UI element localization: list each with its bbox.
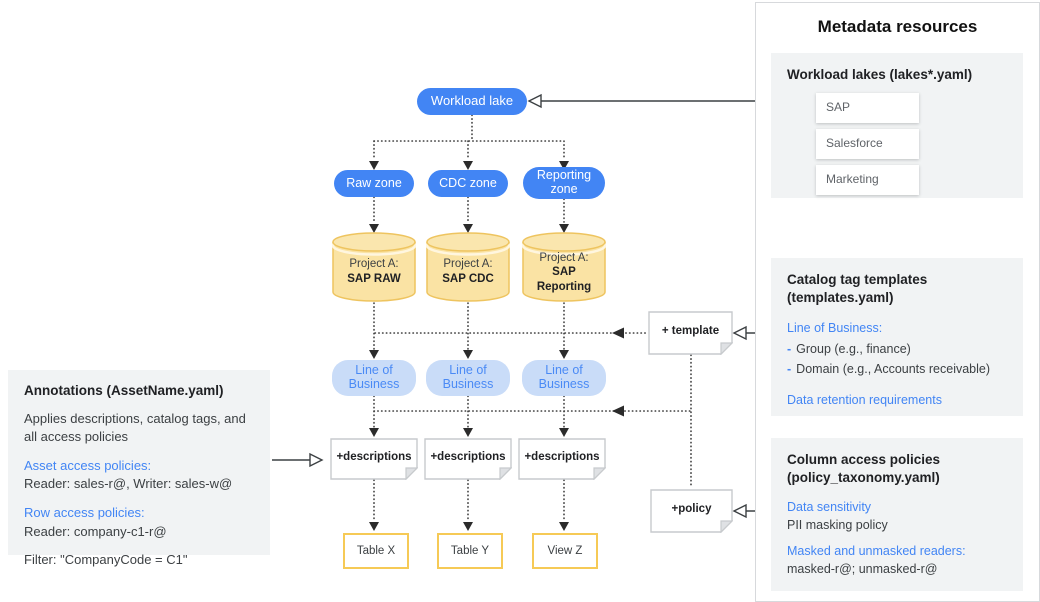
descriptions-label: +descriptions: [524, 451, 600, 463]
lake-card-marketing: Marketing: [816, 164, 919, 195]
note-shape: [424, 438, 513, 481]
column-policies-heading-line2: (policy_taxonomy.yaml): [787, 469, 940, 485]
lob-label: Line of Business: [442, 363, 494, 391]
bullet-dash: -: [787, 362, 792, 377]
project-prefix: Project A:: [539, 251, 589, 264]
lake-card-label: Salesforce: [826, 136, 883, 151]
template-note: + template: [648, 311, 734, 356]
row-access-value: Reader: company-c1-r@: [24, 524, 167, 540]
view-z-box: View Z: [532, 533, 598, 569]
lob-pill-1: Line of Business: [332, 360, 416, 396]
project-prefix: Project A:: [349, 258, 399, 271]
cylinder-sap-reporting: Project A: SAP Reporting: [521, 232, 607, 303]
lob-label: Line of Business: [538, 363, 590, 391]
data-sensitivity-value: PII masking policy: [787, 517, 888, 532]
open-arrowheads: [309, 93, 747, 519]
project-name: SAP RAW: [347, 272, 401, 285]
lake-card-salesforce: Salesforce: [816, 128, 919, 159]
policy-label: +policy: [671, 503, 712, 515]
column-policies-heading-line1: Column access policies: [787, 452, 941, 467]
annotations-panel: Annotations (AssetName.yaml) Applies des…: [8, 370, 270, 567]
descriptions-label: +descriptions: [336, 451, 412, 463]
row-access-heading: Row access policies:: [24, 505, 145, 521]
data-sensitivity-heading: Data sensitivity: [787, 500, 872, 515]
note-shape: [648, 311, 734, 356]
asset-access-value: Reader: sales-r@, Writer: sales-w@: [24, 476, 233, 492]
raw-zone-pill: Raw zone: [334, 170, 414, 197]
bullet-text: Group (e.g., finance): [796, 341, 911, 356]
cylinder-shape: [521, 232, 607, 302]
descriptions-note-3: +descriptions: [518, 438, 607, 481]
note-shape: [518, 438, 607, 481]
table-x-box: Table X: [343, 533, 409, 569]
lake-card-label: SAP: [826, 100, 851, 115]
template-label: + template: [661, 325, 720, 337]
column-policies-section: Column access policies (policy_taxonomy.…: [771, 438, 1023, 591]
cdc-zone-label: CDC zone: [439, 175, 497, 190]
view-z-label: View Z: [547, 545, 583, 557]
catalog-templates-heading-line2: (templates.yaml): [787, 289, 894, 305]
lob-label: Line of Business: [348, 363, 400, 391]
note-shape: [330, 438, 419, 481]
workload-lakes-section: Workload lakes (lakes*.yaml) SAP Salesfo…: [771, 53, 1023, 198]
cylinder-sap-cdc: Project A:SAP CDC: [425, 232, 511, 303]
reporting-zone-label: Reporting zone: [536, 168, 592, 196]
cylinder-shape: [425, 232, 511, 302]
masked-readers-value: masked-r@; unmasked-r@: [787, 561, 938, 576]
bullet-dash: -: [787, 341, 792, 356]
project-prefix: Project A:: [443, 258, 493, 271]
descriptions-note-1: +descriptions: [330, 438, 419, 481]
metadata-resources-panel: Metadata resources Workload lakes (lakes…: [755, 2, 1040, 602]
catalog-templates-section: Catalog tag templates (templates.yaml) L…: [771, 258, 1023, 416]
bullet-domain: - Domain (e.g., Accounts receivable): [787, 361, 1007, 379]
raw-zone-label: Raw zone: [346, 175, 402, 190]
cylinder-shape: [331, 232, 417, 302]
bullet-group: - Group (e.g., finance): [787, 341, 1007, 359]
masked-readers-heading: Masked and unmasked readers:: [787, 544, 966, 559]
annotations-title: Annotations (AssetName.yaml): [24, 383, 224, 398]
metadata-panel-title: Metadata resources: [817, 17, 978, 36]
reporting-zone-pill: Reporting zone: [523, 167, 605, 199]
workload-lake-pill: Workload lake: [417, 88, 527, 115]
project-name: SAP Reporting: [536, 266, 592, 293]
note-shape: [650, 489, 734, 534]
catalog-templates-heading-line1: Catalog tag templates: [787, 272, 928, 287]
policy-note: +policy: [650, 489, 734, 534]
filter-value: Filter: "CompanyCode = C1": [24, 552, 188, 568]
bullet-text: Domain (e.g., Accounts receivable): [796, 362, 991, 377]
filled-arrowheads: [369, 161, 624, 531]
cylinder-sap-raw: Project A:SAP RAW: [331, 232, 417, 303]
lob-pill-2: Line of Business: [426, 360, 510, 396]
descriptions-label: +descriptions: [430, 451, 506, 463]
cdc-zone-pill: CDC zone: [428, 170, 508, 197]
lob-pill-3: Line of Business: [522, 360, 606, 396]
annotations-body: Applies descriptions, catalog tags, and …: [24, 410, 246, 444]
descriptions-note-2: +descriptions: [424, 438, 513, 481]
data-retention-heading: Data retention requirements: [787, 392, 942, 407]
lob-templates-heading: Line of Business:: [787, 321, 883, 336]
lake-card-sap: SAP: [816, 92, 919, 123]
workload-lake-label: Workload lake: [430, 93, 514, 109]
lake-card-label: Marketing: [826, 172, 879, 187]
dotted-connectors: [373, 114, 692, 522]
asset-access-heading: Asset access policies:: [24, 457, 152, 473]
table-y-label: Table Y: [450, 545, 490, 557]
table-y-box: Table Y: [437, 533, 503, 569]
project-name: SAP CDC: [442, 272, 494, 285]
table-x-label: Table X: [356, 545, 396, 557]
workload-lakes-heading: Workload lakes (lakes*.yaml): [787, 67, 973, 82]
